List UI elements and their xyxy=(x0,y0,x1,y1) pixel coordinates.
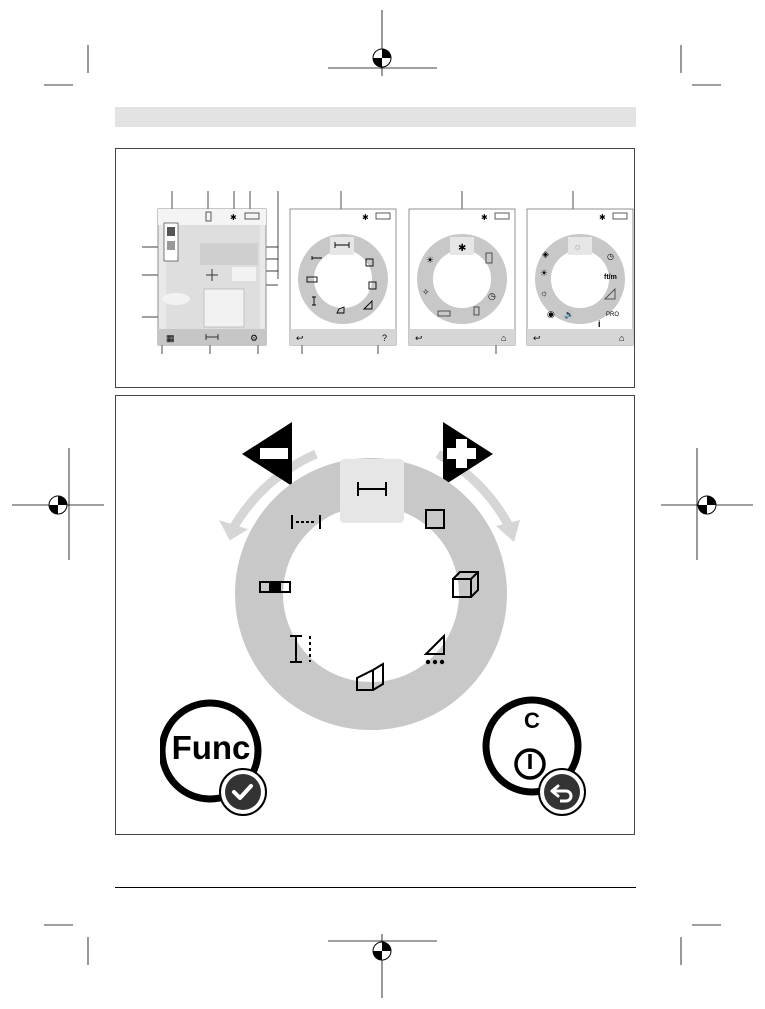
func-button[interactable]: Func xyxy=(160,696,270,821)
svg-text:◌: ◌ xyxy=(575,242,580,252)
svg-text:◉: ◉ xyxy=(547,309,555,319)
clear-power-button[interactable]: C xyxy=(472,694,596,822)
svg-text:◷: ◷ xyxy=(488,291,496,301)
svg-text:✱: ✱ xyxy=(230,213,237,222)
header-bar xyxy=(115,107,636,127)
svg-text:⚙: ⚙ xyxy=(250,333,258,343)
svg-text:PRO: PRO xyxy=(606,312,619,318)
selected-function-tile[interactable] xyxy=(340,459,404,523)
figure-panel-function-ring: Func C xyxy=(115,395,635,835)
info-label: i xyxy=(598,319,601,329)
minus-arrow-button[interactable] xyxy=(242,422,292,486)
function-menu-screen: ✱ ↩ ? xyxy=(290,209,396,345)
svg-text:↩: ↩ xyxy=(415,333,423,343)
svg-text:?: ? xyxy=(382,333,387,343)
svg-text:✱: ✱ xyxy=(362,213,369,222)
svg-text:✱: ✱ xyxy=(599,213,606,222)
svg-text:⌂: ⌂ xyxy=(501,333,506,343)
screens-illustration: ✱ ▦ ⚙ ✱ xyxy=(116,149,636,389)
settings-menu-screen: ✱ ✱ ☀ ✧ ◷ ↩ ⌂ xyxy=(409,209,515,345)
svg-text:☀: ☀ xyxy=(540,268,548,278)
svg-text:⌂: ⌂ xyxy=(619,333,624,343)
svg-text:✱: ✱ xyxy=(481,213,488,222)
svg-text:▦: ▦ xyxy=(166,333,175,343)
figure-panel-screens: ✱ ▦ ⚙ ✱ xyxy=(115,148,635,388)
svg-text:◷: ◷ xyxy=(607,252,614,261)
svg-text:◈: ◈ xyxy=(542,249,549,259)
basic-settings-screen: ✱ ◌ ◈ ◷ ☀ ft/m ☼ ◉ 🔊 PRO i ↩ ⌂ xyxy=(527,209,633,345)
svg-text:🔊: 🔊 xyxy=(564,309,574,319)
svg-text:☼: ☼ xyxy=(540,288,548,298)
svg-text:✱: ✱ xyxy=(458,243,466,254)
svg-text:↩: ↩ xyxy=(533,333,541,343)
unit-label: ft/m xyxy=(604,274,617,281)
svg-text:☀: ☀ xyxy=(426,255,434,265)
func-button-label: Func xyxy=(166,729,256,767)
svg-text:✧: ✧ xyxy=(422,287,430,297)
clear-button-label: C xyxy=(512,708,552,734)
measuring-screen: ✱ ▦ ⚙ xyxy=(158,209,266,345)
footer-rule xyxy=(115,887,636,888)
svg-text:↩: ↩ xyxy=(296,333,304,343)
